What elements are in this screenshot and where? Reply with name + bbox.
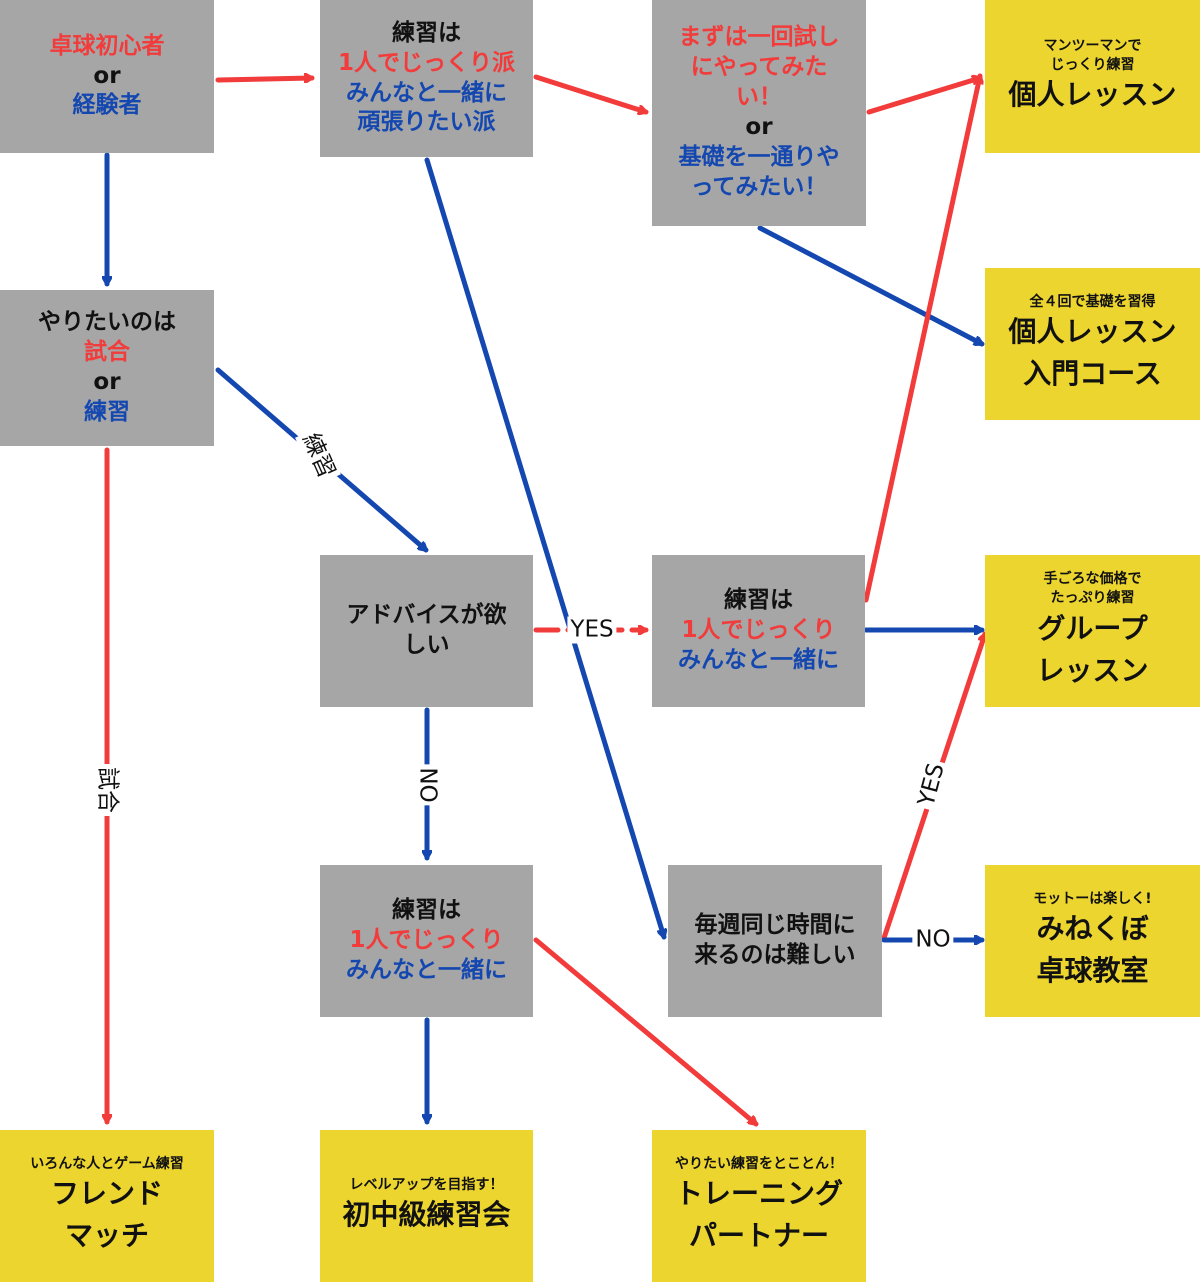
result-minekubo-title2: 卓球教室 [1036,954,1149,988]
arrow-style-to-trial [533,74,649,112]
result-private-title: 個人レッスン [1008,78,1177,112]
result-group-caption2: たっぷり練習 [1050,590,1135,606]
node-trial-l3: い！ [736,84,782,111]
arrow-trial-to-intro [757,225,985,347]
node-style-mid-solo: 1人でじっくり [681,617,836,644]
result-intro-caption: 全４回で基礎を習得 [1029,293,1156,310]
result-friend-title2: マッチ [64,1219,149,1253]
node-goal-or: or [93,369,121,395]
node-style-low-solo: 1人でじっくり [349,927,504,954]
node-practice-style-low: 練習は 1人でじっくり みんなと一緒に [320,865,533,1017]
node-start-beginner: 卓球初心者 [49,32,165,59]
node-weekly: 毎週同じ時間に 来るのは難しい [668,865,882,1017]
node-practice-style-top: 練習は 1人でじっくり派 みんなと一緒に 頑張りたい派 [320,0,533,157]
edge-label-no-weekly: NO [912,926,954,954]
arrow-start-to-style [215,78,315,80]
result-beginner-practice: レベルアップを目指す！ 初中級練習会 [320,1130,533,1282]
node-style-low-group: みんなと一緒に [346,956,507,983]
result-private-caption2: じっくり練習 [1050,56,1135,73]
result-minekubo-title1: みねくぼ [1036,912,1149,946]
node-goal-practice: 練習 [84,398,130,425]
node-trial: まずは一回試し にやってみた い！ or 基礎を一通りや ってみたい！ [652,0,866,226]
node-style-mid-group: みんなと一緒に [678,646,839,673]
result-intro-title1: 個人レッスン [1008,315,1177,349]
result-group-title2: レッスン [1036,653,1149,687]
result-friend-title1: フレンド [50,1177,163,1211]
node-style-mid-heading: 練習は [724,587,793,614]
result-friend-match: いろんな人とゲーム練習 フレンド マッチ [0,1130,214,1282]
result-partner-title1: トレーニング [674,1177,843,1211]
node-goal-match: 試合 [84,339,130,366]
result-private-lesson: マンツーマンで じっくり練習 個人レッスン [985,0,1200,153]
node-advice-l2: しい [403,632,450,658]
node-practice-style-mid: 練習は 1人でじっくり みんなと一緒に [652,555,865,707]
node-goal: やりたいのは 試合 or 練習 [0,290,214,446]
node-goal-heading: やりたいのは [38,309,176,336]
node-advice: アドバイスが欲 しい [320,555,533,707]
edge-label-no-advice: NO [413,764,441,806]
node-style-top-group1: みんなと一緒に [346,79,507,106]
node-start-experienced: 経験者 [72,92,142,119]
node-start-or: or [93,62,121,89]
node-trial-l1: まずは一回試し [678,24,840,51]
result-intro-title2: 入門コース [1023,357,1162,391]
result-group-caption1: 手ごろな価格で [1043,571,1142,588]
edge-label-yes-advice: YES [567,616,617,644]
result-practice-caption: レベルアップを目指す！ [349,1176,504,1193]
node-weekly-l1: 毎週同じ時間に [694,912,856,939]
node-trial-l5: 基礎を一通りや [678,143,840,170]
result-group-title1: グループ [1037,611,1148,645]
node-start: 卓球初心者 or 経験者 [0,0,214,153]
result-minekubo-caption: モットーは楽しく! [1033,890,1152,907]
node-style-low-heading: 練習は [392,897,461,924]
arrow-mid-to-private [863,73,980,603]
node-weekly-l2: 来るのは難しい [694,942,856,968]
result-training-partner: やりたい練習をとことん！ トレーニング パートナー [652,1130,866,1282]
result-partner-title2: パートナー [688,1219,829,1253]
result-intro-course: 全４回で基礎を習得 個人レッスン 入門コース [985,268,1200,420]
node-trial-l2: にやってみた [690,54,828,81]
node-advice-l1: アドバイスが欲 [346,602,507,629]
arrow-trial-to-private [866,78,983,115]
node-style-top-heading: 練習は [392,19,461,46]
result-minekubo: モットーは楽しく! みねくぼ 卓球教室 [985,865,1200,1017]
result-friend-caption: いろんな人とゲーム練習 [30,1155,184,1172]
result-partner-caption: やりたい練習をとことん！ [675,1155,843,1172]
node-trial-l6: ってみたい！ [690,173,828,200]
result-group-lesson: 手ごろな価格で たっぷり練習 グループ レッスン [985,555,1200,707]
edge-label-match: 試合 [93,764,121,816]
arrow-low-to-partner [533,937,759,1127]
arrow-style-to-weekly [424,157,664,940]
node-style-top-solo: 1人でじっくり派 [337,49,515,76]
node-style-top-group2: 頑張りたい派 [357,109,496,136]
node-trial-or: or [745,114,773,140]
result-private-caption1: マンツーマンで [1043,37,1142,54]
result-practice-title: 初中級練習会 [342,1198,511,1232]
